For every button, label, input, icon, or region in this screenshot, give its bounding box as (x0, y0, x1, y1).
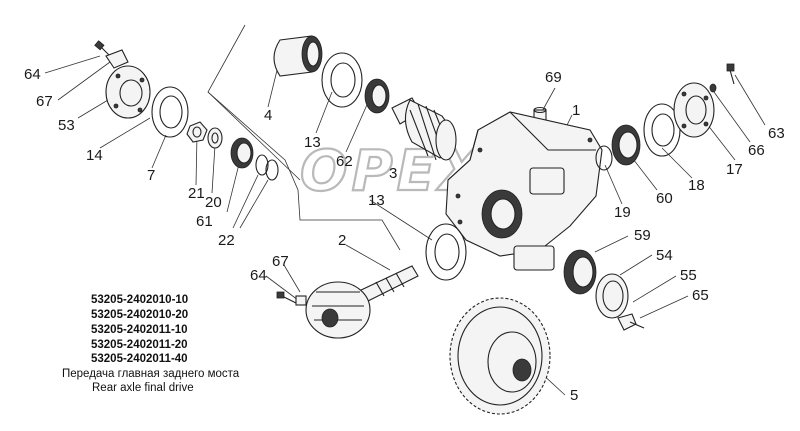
callout-5: 5 (570, 387, 578, 404)
bolt-64-lower (276, 291, 299, 305)
callout-7: 7 (147, 167, 155, 184)
lock-plate-55 (617, 313, 637, 331)
washer-20 (207, 127, 223, 149)
drive-pinion-3 (391, 97, 457, 161)
nut-21 (186, 121, 208, 143)
callout-63: 63 (768, 125, 785, 142)
bearing-62 (364, 78, 390, 114)
callout-13-lower: 13 (368, 192, 385, 209)
caption-block: 53205-2402010-10 53205-2402010-20 53205-… (62, 294, 240, 394)
callout-60: 60 (656, 190, 673, 207)
callout-labels: 64 67 53 14 7 4 13 62 3 21 20 61 22 13 2… (24, 66, 785, 404)
callout-62: 62 (336, 153, 353, 170)
callout-13-top: 13 (304, 134, 321, 151)
callout-67-top: 67 (36, 93, 53, 110)
bolt-65 (629, 321, 645, 329)
callout-64-top: 64 (24, 66, 41, 83)
callout-4: 4 (264, 107, 272, 124)
callout-19: 19 (614, 204, 631, 221)
rings-22 (255, 154, 279, 181)
callout-21: 21 (188, 185, 205, 202)
callout-20: 20 (205, 194, 222, 211)
callout-55: 55 (680, 267, 697, 284)
ring-gear-5 (449, 297, 551, 415)
ring-19 (595, 145, 613, 171)
washer-66 (709, 83, 717, 93)
lock-plate-67-top (105, 49, 129, 69)
part-number-1: 53205-2402010-10 (91, 294, 188, 306)
callout-14: 14 (86, 147, 103, 164)
bearing-cover-53 (105, 65, 151, 119)
lock-plate-67-lower (295, 295, 307, 306)
bearing-cup-4 (273, 35, 323, 77)
part-number-4: 53205-2402011-20 (91, 339, 188, 351)
callout-53: 53 (58, 117, 75, 134)
caption-title-ru: Передача главная заднего моста (62, 368, 240, 380)
bolt-63 (726, 63, 735, 85)
callout-18: 18 (688, 177, 705, 194)
callout-1: 1 (572, 102, 580, 119)
callout-67-lower: 67 (272, 253, 289, 270)
part-number-5: 53205-2402011-40 (91, 353, 188, 365)
bearing-59 (563, 249, 597, 295)
part-number-3: 53205-2402011-10 (91, 324, 188, 336)
part-number-2: 53205-2402010-20 (91, 309, 188, 321)
bearing-61 (230, 137, 254, 169)
bearing-cover-17 (673, 82, 715, 138)
carrier-housing-1 (445, 111, 603, 271)
caption-title-en: Rear axle final drive (92, 382, 194, 394)
gasket-13-top (321, 52, 363, 108)
adjusting-nut-54 (595, 273, 629, 319)
gasket-14 (151, 86, 189, 138)
callout-64-lower: 64 (250, 267, 267, 284)
callout-17: 17 (726, 161, 743, 178)
gasket-13-lower (425, 223, 467, 281)
callout-2: 2 (338, 232, 346, 249)
bearing-60 (611, 124, 641, 166)
callout-22: 22 (218, 232, 235, 249)
callout-3: 3 (389, 165, 397, 182)
callout-66: 66 (748, 142, 765, 159)
callout-65: 65 (692, 287, 709, 304)
callout-69: 69 (545, 69, 562, 86)
callout-59: 59 (634, 227, 651, 244)
differential-cage (305, 281, 371, 339)
callout-54: 54 (656, 247, 673, 264)
callout-61: 61 (196, 213, 213, 230)
